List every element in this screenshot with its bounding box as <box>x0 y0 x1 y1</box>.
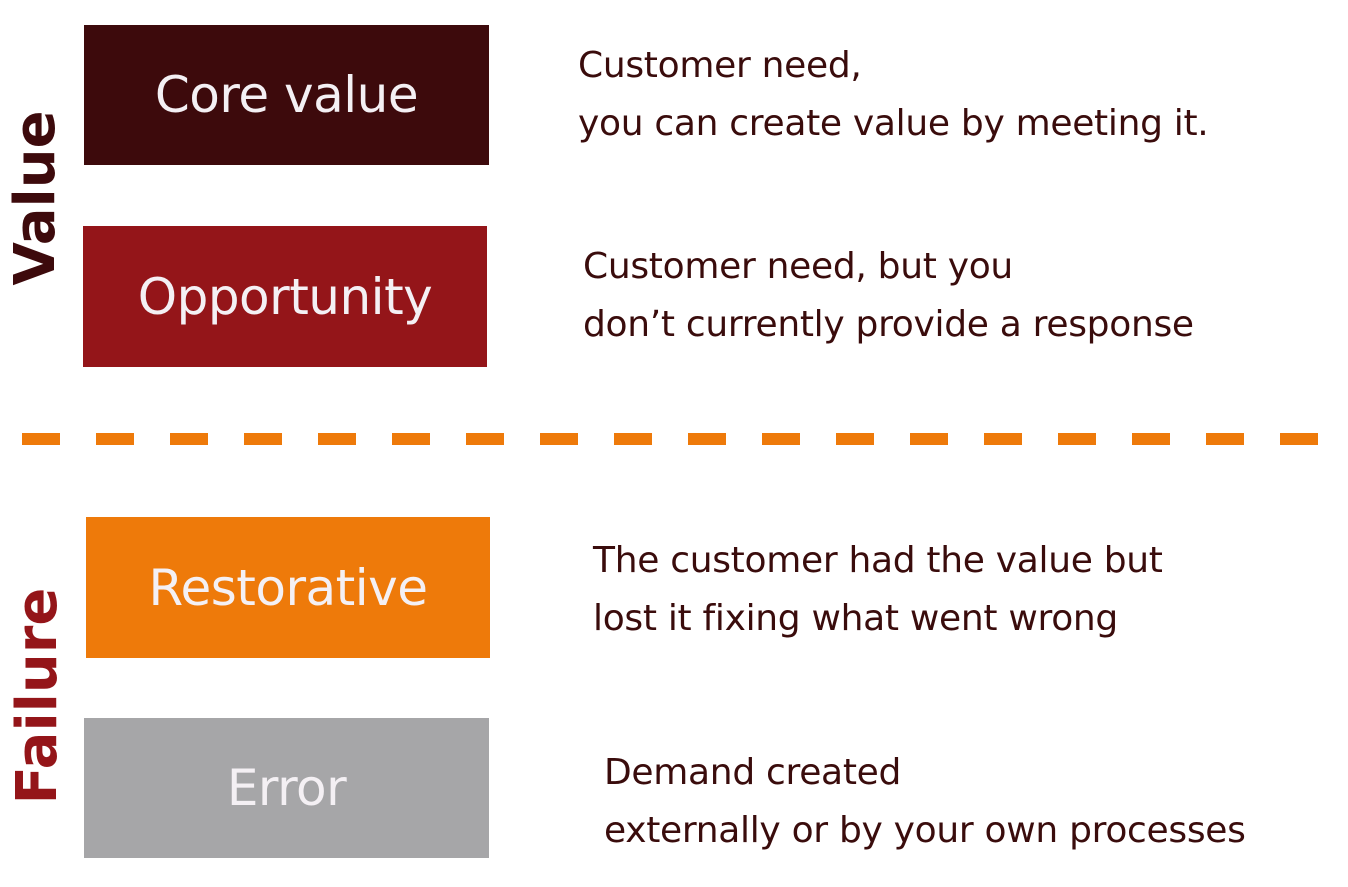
description-line: The customer had the value but <box>593 540 1163 581</box>
description-line: Demand created <box>604 752 902 793</box>
box-opportunity: Opportunity <box>83 226 487 367</box>
box-core-value: Core value <box>84 25 489 165</box>
description-error: Demand created externally or by your own… <box>604 744 1246 860</box>
description-core-value: Customer need, you can create value by m… <box>578 37 1209 153</box>
value-failure-divider <box>22 433 1332 445</box>
group-label-failure: Failure <box>5 587 70 805</box>
description-line: don’t currently provide a response <box>583 304 1194 345</box>
description-line: lost it fixing what went wrong <box>593 598 1118 639</box>
description-opportunity: Customer need, but you don’t currently p… <box>583 238 1194 354</box>
group-label-value: Value <box>3 110 68 286</box>
description-restorative: The customer had the value but lost it f… <box>593 532 1163 648</box>
box-restorative: Restorative <box>86 517 490 658</box>
description-line: externally or by your own processes <box>604 810 1246 851</box>
description-line: Customer need, but you <box>583 246 1013 287</box>
description-line: Customer need, <box>578 45 862 86</box>
box-error: Error <box>84 718 489 858</box>
description-line: you can create value by meeting it. <box>578 103 1209 144</box>
